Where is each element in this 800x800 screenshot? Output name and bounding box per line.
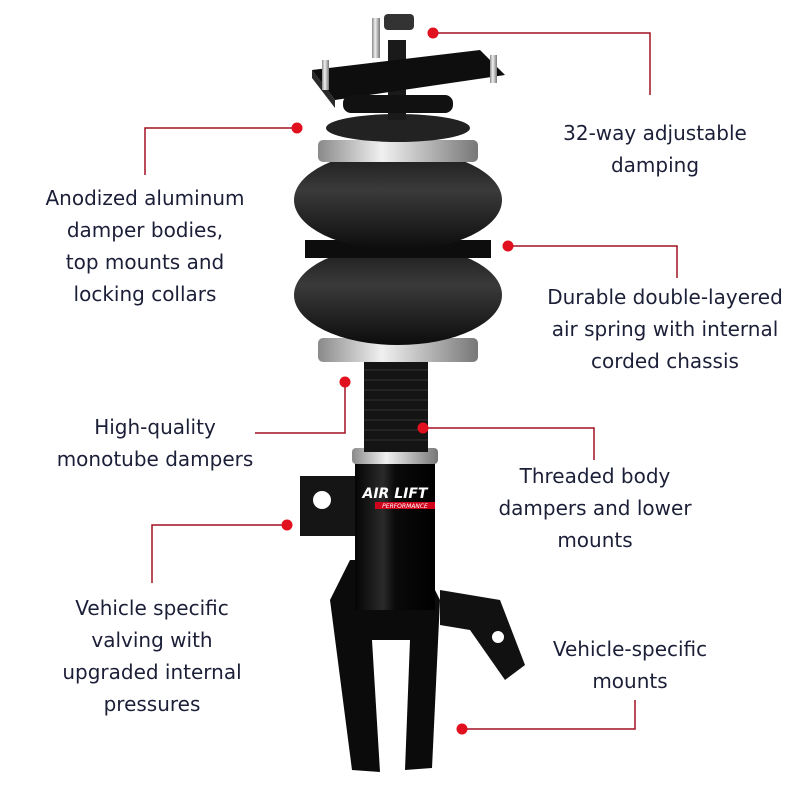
top-mount — [312, 14, 505, 120]
callout-air-spring: Durable double-layered air spring with i… — [547, 281, 783, 377]
callout-line: High-quality — [94, 415, 216, 439]
callout-valving: Vehicle specific valving with upgraded i… — [62, 592, 241, 720]
callout-dot — [281, 519, 293, 531]
callout-line: Threaded body — [519, 464, 671, 488]
callout-line: damping — [610, 153, 700, 177]
callout-line: Durable double-layered — [547, 285, 783, 309]
callout-line: 32-way adjustable — [563, 121, 747, 145]
callout-dot — [456, 723, 468, 735]
leader-line-air-spring — [508, 245, 678, 278]
callout-line: top mounts and — [65, 250, 225, 274]
callout-line: Vehicle-specific — [552, 637, 708, 661]
callout-line: air spring with internal — [551, 317, 779, 341]
callout-line: dampers and lower — [498, 496, 692, 520]
brand-logo: AIR LIFT — [362, 486, 429, 502]
lower-mount — [300, 476, 525, 772]
callout-dot — [427, 27, 439, 39]
callout-damping: 32-way adjustable damping — [563, 117, 747, 181]
svg-text:PERFORMANCE: PERFORMANCE — [382, 503, 428, 510]
callout-line: mounts — [592, 669, 668, 693]
leader-line-mounts — [462, 700, 636, 730]
callout-dot — [502, 240, 514, 252]
leader-line-anodized — [144, 127, 297, 175]
callout-dot — [417, 422, 429, 434]
callout-line: mounts — [557, 528, 633, 552]
threaded-body — [364, 360, 428, 452]
callout-line: Anodized aluminum — [45, 186, 245, 210]
leader-line-valving — [151, 524, 287, 583]
callout-threaded: Threaded body dampers and lower mounts — [498, 460, 691, 556]
callout-line: corded chassis — [591, 349, 739, 373]
leader-line-threaded — [423, 427, 595, 460]
callout-line: locking collars — [73, 282, 217, 306]
callout-line: pressures — [103, 692, 201, 716]
callout-line: upgraded internal — [62, 660, 242, 684]
leader-line-monotube — [255, 382, 346, 434]
callout-line: Vehicle specific — [75, 596, 229, 620]
damper-body — [355, 460, 435, 610]
callout-mounts: Vehicle-specific mounts — [553, 633, 707, 697]
callout-line: monotube dampers — [56, 447, 254, 471]
callout-anodized: Anodized aluminum damper bodies, top mou… — [45, 182, 244, 310]
air-spring — [294, 114, 502, 362]
callout-line: damper bodies, — [66, 218, 224, 242]
callout-dot — [339, 376, 351, 388]
callout-dot — [291, 122, 303, 134]
leader-line-damping — [433, 32, 651, 95]
callout-line: valving with — [91, 628, 213, 652]
callout-monotube: High-quality monotube dampers — [57, 411, 254, 475]
